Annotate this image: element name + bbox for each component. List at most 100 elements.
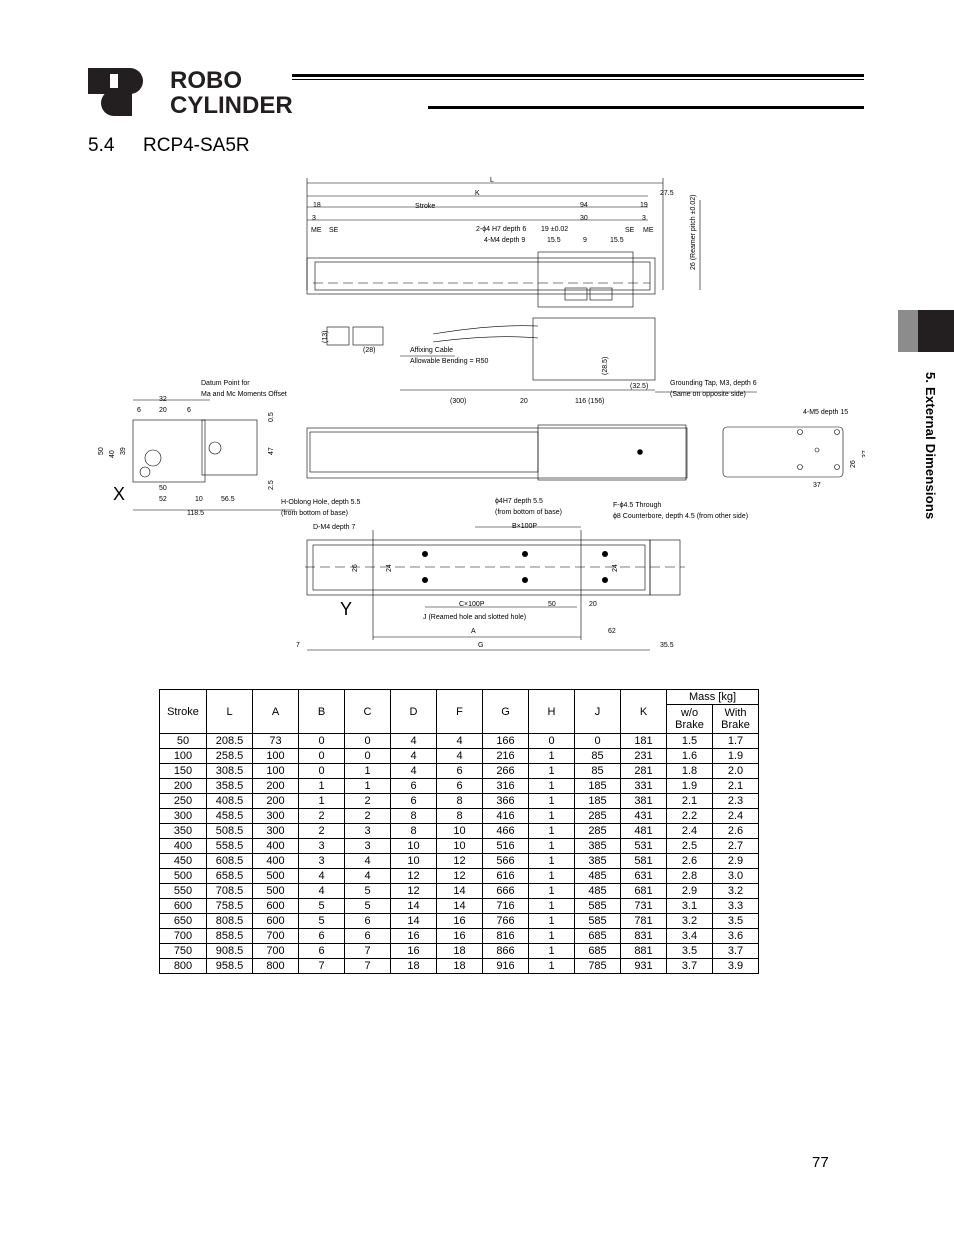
table-cell: 2.5 bbox=[666, 838, 713, 854]
table-cell: 2.7 bbox=[712, 838, 759, 854]
table-cell: 285 bbox=[574, 823, 621, 839]
table-cell: 4 bbox=[298, 883, 345, 899]
end-dim-6a: 6 bbox=[137, 407, 141, 414]
table-cell: 685 bbox=[574, 928, 621, 944]
table-cell: 181 bbox=[620, 733, 667, 749]
table-cell: 808.5 bbox=[206, 913, 253, 929]
dimension-drawing: L K 27.5 18 Stroke 94 19 3 30 3 ME SE SE… bbox=[98, 177, 865, 651]
spec-table: Stroke L A B C D F G H J K Mass [kg] w/o… bbox=[159, 689, 759, 974]
table-cell: 1 bbox=[528, 943, 575, 959]
datum-note-1: Datum Point for bbox=[201, 380, 250, 387]
table-cell: 6 bbox=[436, 763, 483, 779]
table-cell: 385 bbox=[574, 838, 621, 854]
hole-note-1: 2-ϕ4 H7 depth 6 bbox=[476, 226, 526, 233]
table-cell: 1 bbox=[528, 913, 575, 929]
table-cell: 2 bbox=[344, 808, 391, 824]
table-cell: 2.4 bbox=[666, 823, 713, 839]
table-cell: 408.5 bbox=[206, 793, 253, 809]
axis-x-label: X bbox=[113, 484, 125, 504]
table-cell: 2.9 bbox=[666, 883, 713, 899]
table-cell: 4 bbox=[436, 748, 483, 764]
table-cell: 2 bbox=[298, 808, 345, 824]
table-cell: 3.6 bbox=[712, 928, 759, 944]
table-cell: 631 bbox=[620, 868, 667, 884]
table-cell: 858.5 bbox=[206, 928, 253, 944]
g-label: G bbox=[478, 642, 483, 649]
table-cell: 708.5 bbox=[206, 883, 253, 899]
table-cell: 14 bbox=[436, 898, 483, 914]
table-cell: 2.2 bbox=[666, 808, 713, 824]
label-me-left: ME bbox=[311, 227, 322, 234]
table-cell: 866 bbox=[482, 943, 529, 959]
table-cell: 4 bbox=[390, 763, 437, 779]
dim-35-5: 35.5 bbox=[660, 642, 674, 649]
table-cell: 0 bbox=[574, 733, 621, 749]
table-cell: 6 bbox=[298, 943, 345, 959]
table-cell: 500 bbox=[252, 883, 299, 899]
table-cell: 308.5 bbox=[206, 763, 253, 779]
header-rule-bottom bbox=[428, 106, 864, 109]
m5-dim-26: 26 bbox=[850, 460, 857, 468]
table-cell: 358.5 bbox=[206, 778, 253, 794]
table-cell: 8 bbox=[390, 808, 437, 824]
table-cell: 585 bbox=[574, 913, 621, 929]
table-cell: 0 bbox=[528, 733, 575, 749]
table-cell: 1 bbox=[528, 928, 575, 944]
end-dim-10: 10 bbox=[195, 496, 203, 503]
table-cell: 1 bbox=[344, 778, 391, 794]
table-cell: 366 bbox=[482, 793, 529, 809]
table-cell: 10 bbox=[436, 838, 483, 854]
section-number: 5.4 bbox=[88, 135, 115, 156]
table-cell: 500 bbox=[252, 868, 299, 884]
th-mass-with-brake: With Brake bbox=[712, 704, 759, 734]
table-cell: 516 bbox=[482, 838, 529, 854]
table-cell: 18 bbox=[390, 958, 437, 974]
table-cell: 2.6 bbox=[666, 853, 713, 869]
table-cell: 1 bbox=[298, 793, 345, 809]
table-cell: 3.0 bbox=[712, 868, 759, 884]
table-cell: 12 bbox=[390, 883, 437, 899]
table-cell: 5 bbox=[298, 913, 345, 929]
table-cell: 481 bbox=[620, 823, 667, 839]
table-cell: 258.5 bbox=[206, 748, 253, 764]
table-cell: 1.6 bbox=[666, 748, 713, 764]
table-cell: 666 bbox=[482, 883, 529, 899]
table-cell: 6 bbox=[344, 928, 391, 944]
table-cell: 3 bbox=[344, 823, 391, 839]
dim-28-5: (28.5) bbox=[602, 357, 609, 375]
table-cell: 831 bbox=[620, 928, 667, 944]
table-cell: 6 bbox=[344, 913, 391, 929]
table-cell: 450 bbox=[159, 853, 207, 869]
table-cell: 2.1 bbox=[712, 778, 759, 794]
table-cell: 416 bbox=[482, 808, 529, 824]
th-b: B bbox=[298, 689, 345, 734]
table-cell: 558.5 bbox=[206, 838, 253, 854]
th-mass-without-brake: w/o Brake bbox=[666, 704, 713, 734]
table-cell: 185 bbox=[574, 778, 621, 794]
table-cell: 1 bbox=[528, 778, 575, 794]
th-a: A bbox=[252, 689, 299, 734]
table-cell: 0 bbox=[298, 733, 345, 749]
h-note-1: H-Oblong Hole, depth 5.5 bbox=[281, 499, 360, 506]
table-cell: 5 bbox=[344, 883, 391, 899]
th-h: H bbox=[528, 689, 575, 734]
table-cell: 281 bbox=[620, 763, 667, 779]
dim-116: 116 (156) bbox=[575, 398, 604, 405]
table-cell: 2.8 bbox=[666, 868, 713, 884]
cable-note-2: Allowable Bending = R50 bbox=[410, 358, 489, 365]
datum-note-2: Ma and Mc Moments Offset bbox=[201, 391, 287, 398]
table-cell: 1 bbox=[528, 868, 575, 884]
logo-line2: CYLINDER bbox=[170, 92, 293, 116]
dim-k: K bbox=[475, 190, 480, 197]
table-cell: 250 bbox=[159, 793, 207, 809]
table-cell: 331 bbox=[620, 778, 667, 794]
